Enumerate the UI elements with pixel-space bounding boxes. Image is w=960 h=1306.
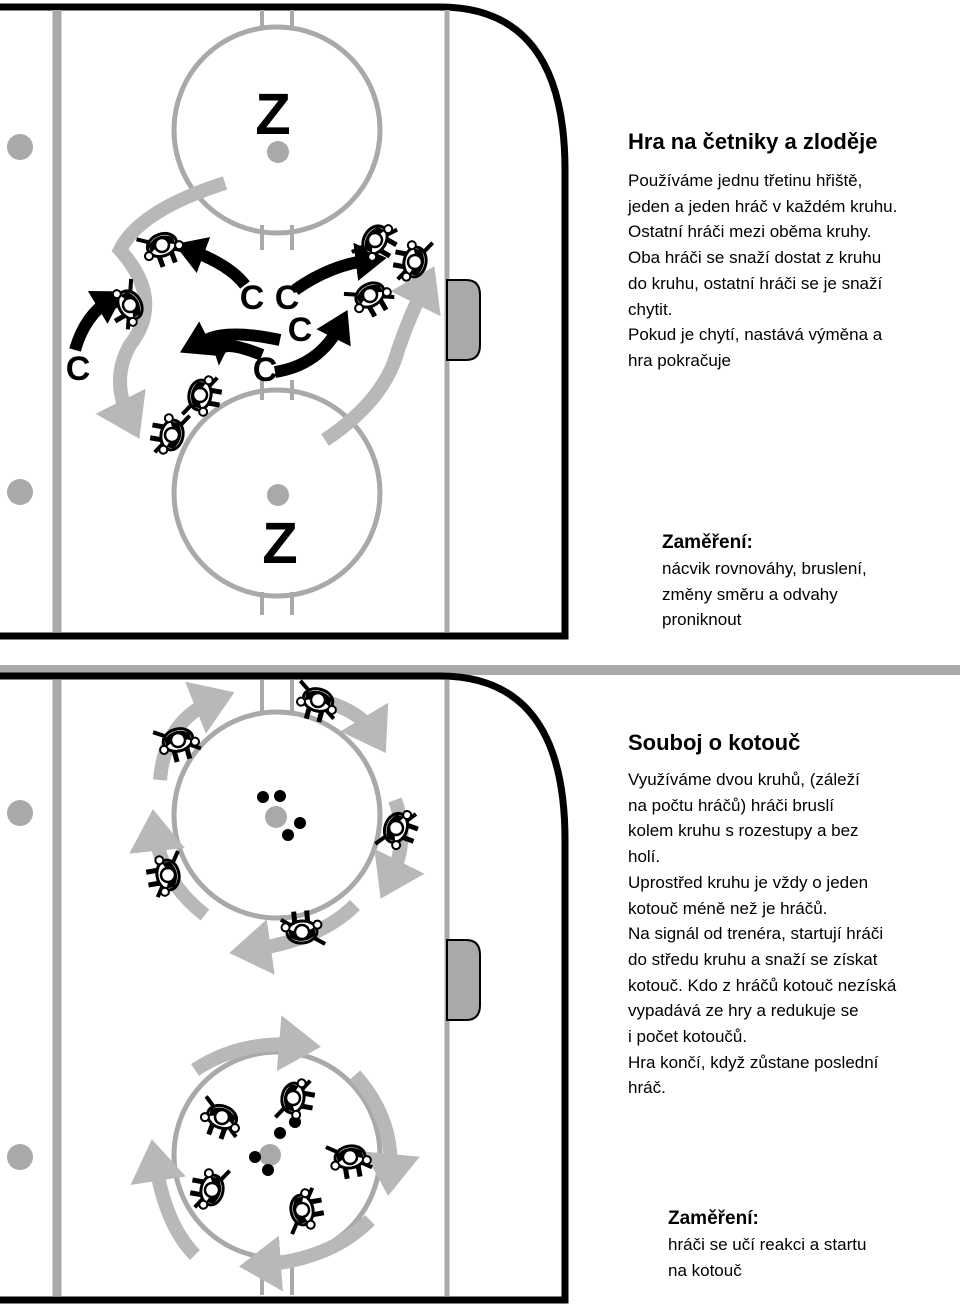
drill1-description-line: jeden a jeden hráč v každém kruhu. xyxy=(628,196,898,216)
drill1-description-line: Používáme jednu třetinu hřiště, xyxy=(628,171,863,190)
pucks-top xyxy=(257,790,306,841)
player-figure xyxy=(185,1162,232,1215)
drill2-description-line: Na signál od trenéra, startují hráči xyxy=(628,924,884,944)
drill2-description-line: Uprostřed kruhu je vždy o jeden xyxy=(628,872,869,892)
circle-label-top: Z xyxy=(255,82,290,147)
drill1-description-line: do kruhu, ostatní hráči se je snaží xyxy=(628,273,883,293)
player-figure xyxy=(180,370,227,423)
drill1-focus-line: proniknout xyxy=(662,610,742,630)
chaser-arrow xyxy=(273,309,351,378)
skating-path-arrow xyxy=(321,266,441,446)
drill1-focus-line: nácvik rovnováhy, bruslení, xyxy=(662,559,867,578)
drill2-description-line: hráč. xyxy=(628,1078,666,1098)
chaser-label: C xyxy=(66,350,91,388)
chaser-label: C xyxy=(253,351,278,389)
drill2-description: Využíváme dvou kruhů, (záleží na počtu h… xyxy=(628,767,953,1101)
player-figure xyxy=(134,223,190,275)
puck xyxy=(274,790,286,802)
player-figure xyxy=(341,270,400,327)
faceoff-dot xyxy=(267,484,289,506)
drill2-description-line: kolem kruhu s rozestupy a bez xyxy=(628,821,859,841)
rink-bottom-boards xyxy=(0,672,569,1304)
player-figure xyxy=(192,1094,248,1146)
neutral-dot xyxy=(7,1144,33,1170)
faceoff-circle-top xyxy=(171,24,383,236)
puck xyxy=(282,829,294,841)
drill1-description-line: chytit. xyxy=(628,299,673,319)
chaser-arrow xyxy=(69,290,125,352)
skating-path-arrow xyxy=(239,1214,375,1292)
drill1-text-block: Hra na četniky a zloděje Používáme jednu… xyxy=(628,128,953,374)
rink-top-boards xyxy=(0,3,569,640)
drill2-focus-label: Zaměření: xyxy=(668,1208,759,1229)
player-figure xyxy=(273,1073,320,1126)
drill2-text-block: Souboj o kotouč Využíváme dvou kruhů, (z… xyxy=(628,729,953,1101)
drill1-focus-label: Zaměření: xyxy=(662,532,753,553)
rink-bottom xyxy=(0,665,960,1304)
drill2-description-line: kotouč. Kdo z hráčů kotouč nezíská xyxy=(628,975,897,995)
drill1-description: Používáme jednu třetinu hřiště, jeden a … xyxy=(628,168,953,374)
drill2-focus-block: Zaměření: hráči se učí reakci a startu n… xyxy=(668,1206,866,1283)
puck xyxy=(257,791,269,803)
skating-path-arrow xyxy=(191,1015,321,1076)
drill1-title: Hra na četniky a zloděje xyxy=(628,129,878,154)
faceoff-circle-bottom xyxy=(171,387,383,599)
puck xyxy=(262,1164,274,1176)
drill2-focus-line: na kotouč xyxy=(668,1260,742,1280)
drill2-description-line: kotouč méně než je hráčů. xyxy=(628,898,828,918)
puck xyxy=(294,817,306,829)
circle-label-bottom: Z xyxy=(262,511,297,576)
chaser-label: C xyxy=(275,279,300,317)
goal-crease xyxy=(446,279,481,361)
goal-crease xyxy=(446,939,481,1021)
faceoff-dot xyxy=(265,806,287,828)
drill2-title: Souboj o kotouč xyxy=(628,730,801,755)
drill2-focus-line: hráči se učí reakci a startu xyxy=(668,1235,867,1254)
neutral-dot xyxy=(7,479,33,505)
chaser-arrow xyxy=(291,242,387,295)
chaser-arrow xyxy=(189,328,282,354)
faceoff-dot xyxy=(259,1144,281,1166)
skating-path-arrow xyxy=(95,176,228,439)
chaser-label: C xyxy=(288,311,313,349)
chaser-arrow xyxy=(174,237,250,289)
player-figure xyxy=(323,1137,376,1184)
drill1-description-line: Ostatní hráči mezi oběma kruhy. xyxy=(628,222,872,242)
chaser-label: C xyxy=(240,279,265,317)
neutral-dot xyxy=(7,800,33,826)
drill2-description-line: Hra končí, když zůstane poslední xyxy=(628,1052,879,1072)
player-figure xyxy=(282,1184,329,1237)
player-figure xyxy=(388,234,435,287)
drill2-description-line: do středu kruhu a snaží se získat xyxy=(628,949,878,969)
neutral-dot xyxy=(7,134,33,160)
pucks-bottom xyxy=(249,1116,301,1176)
drill1-description-line: hra pokračuje xyxy=(628,350,732,370)
drill2-description-line: i počet kotoučů. xyxy=(628,1027,748,1047)
drill2-description-line: Využíváme dvou kruhů, (záleží xyxy=(628,770,860,789)
drill1-focus-line: změny směru a odvahy xyxy=(662,584,838,604)
drill2-description-line: holí. xyxy=(628,847,661,867)
skating-path-arrow xyxy=(349,1070,420,1196)
drill2-description-line: vypadává ze hry a redukuje se xyxy=(628,1001,859,1021)
rink-top: Z Z C C C C C xyxy=(0,3,569,640)
drill2-description-line: na počtu hráčů) hráči bruslí xyxy=(628,795,834,815)
puck xyxy=(274,1127,286,1139)
drill1-description-line: Pokud je chytí, nastává výměna a xyxy=(628,325,883,345)
skating-path-arrow xyxy=(130,1139,201,1260)
drill1-focus-block: Zaměření: nácvik rovnováhy, bruslení, zm… xyxy=(662,530,867,633)
puck xyxy=(249,1151,261,1163)
drill1-description-line: Oba hráči se snaží dostat z kruhu xyxy=(628,248,882,268)
faceoff-dot xyxy=(267,141,289,163)
